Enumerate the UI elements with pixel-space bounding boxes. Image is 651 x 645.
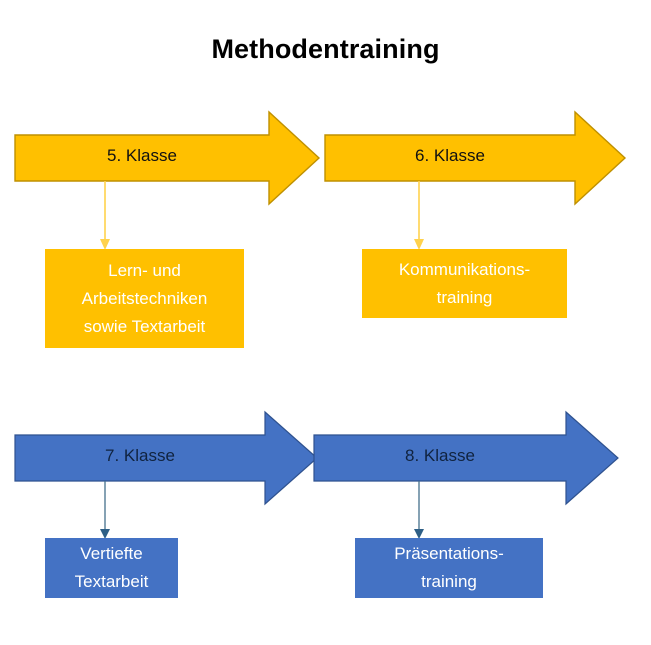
info-box-grade-5[interactable]: Lern- und Arbeitstechniken sowie Textarb… — [45, 249, 244, 348]
connector-grade-6 — [411, 181, 427, 251]
info-box-line: sowie Textarbeit — [83, 316, 206, 336]
arrow-label-grade-6: 6. Klasse — [415, 146, 485, 165]
info-box-grade-7[interactable]: Vertiefte Textarbeit — [45, 538, 178, 598]
info-box-line: training — [436, 287, 493, 307]
arrow-shape-grade-5 — [14, 110, 321, 206]
connector-grade-5 — [97, 181, 113, 251]
info-box-line: Vertiefte — [80, 544, 143, 563]
info-box-grade-8[interactable]: Präsentations- training — [355, 538, 543, 598]
info-box-line: Präsentations- — [394, 544, 504, 563]
arrow-shape-grade-8 — [313, 410, 619, 506]
arrow-label-grade-8: 8. Klasse — [405, 446, 475, 465]
arrow-shape-grade-6 — [324, 110, 627, 206]
arrow-label-grade-7: 7. Klasse — [105, 446, 175, 465]
info-box-line: Lern- und — [108, 260, 181, 280]
info-box-line: Kommunikations- — [398, 259, 531, 279]
info-box-grade-7-text: Vertiefte Textarbeit — [75, 540, 149, 596]
arrow-grade-8[interactable]: 8. Klasse — [313, 410, 620, 506]
info-box-grade-6[interactable]: Kommunikations- training — [362, 249, 567, 318]
arrow-label-grade-5: 5. Klasse — [107, 146, 177, 165]
info-box-grade-5-text: Lern- und Arbeitstechniken sowie Textarb… — [82, 257, 208, 341]
page-title: Methodentraining — [211, 34, 440, 64]
info-box-line: Arbeitstechniken — [81, 288, 208, 308]
connector-grade-7 — [97, 481, 113, 541]
arrow-grade-6[interactable]: 6. Klasse — [324, 110, 627, 206]
info-box-grade-8-text: Präsentations- training — [394, 540, 504, 596]
info-box-line: training — [421, 572, 477, 591]
arrow-shape-grade-7 — [14, 410, 318, 506]
info-box-line: Textarbeit — [74, 572, 149, 591]
arrow-grade-7[interactable]: 7. Klasse — [14, 410, 321, 506]
connector-grade-8 — [411, 481, 427, 541]
arrow-grade-5[interactable]: 5. Klasse — [14, 110, 321, 206]
info-box-grade-6-text: Kommunikations- training — [399, 256, 530, 312]
